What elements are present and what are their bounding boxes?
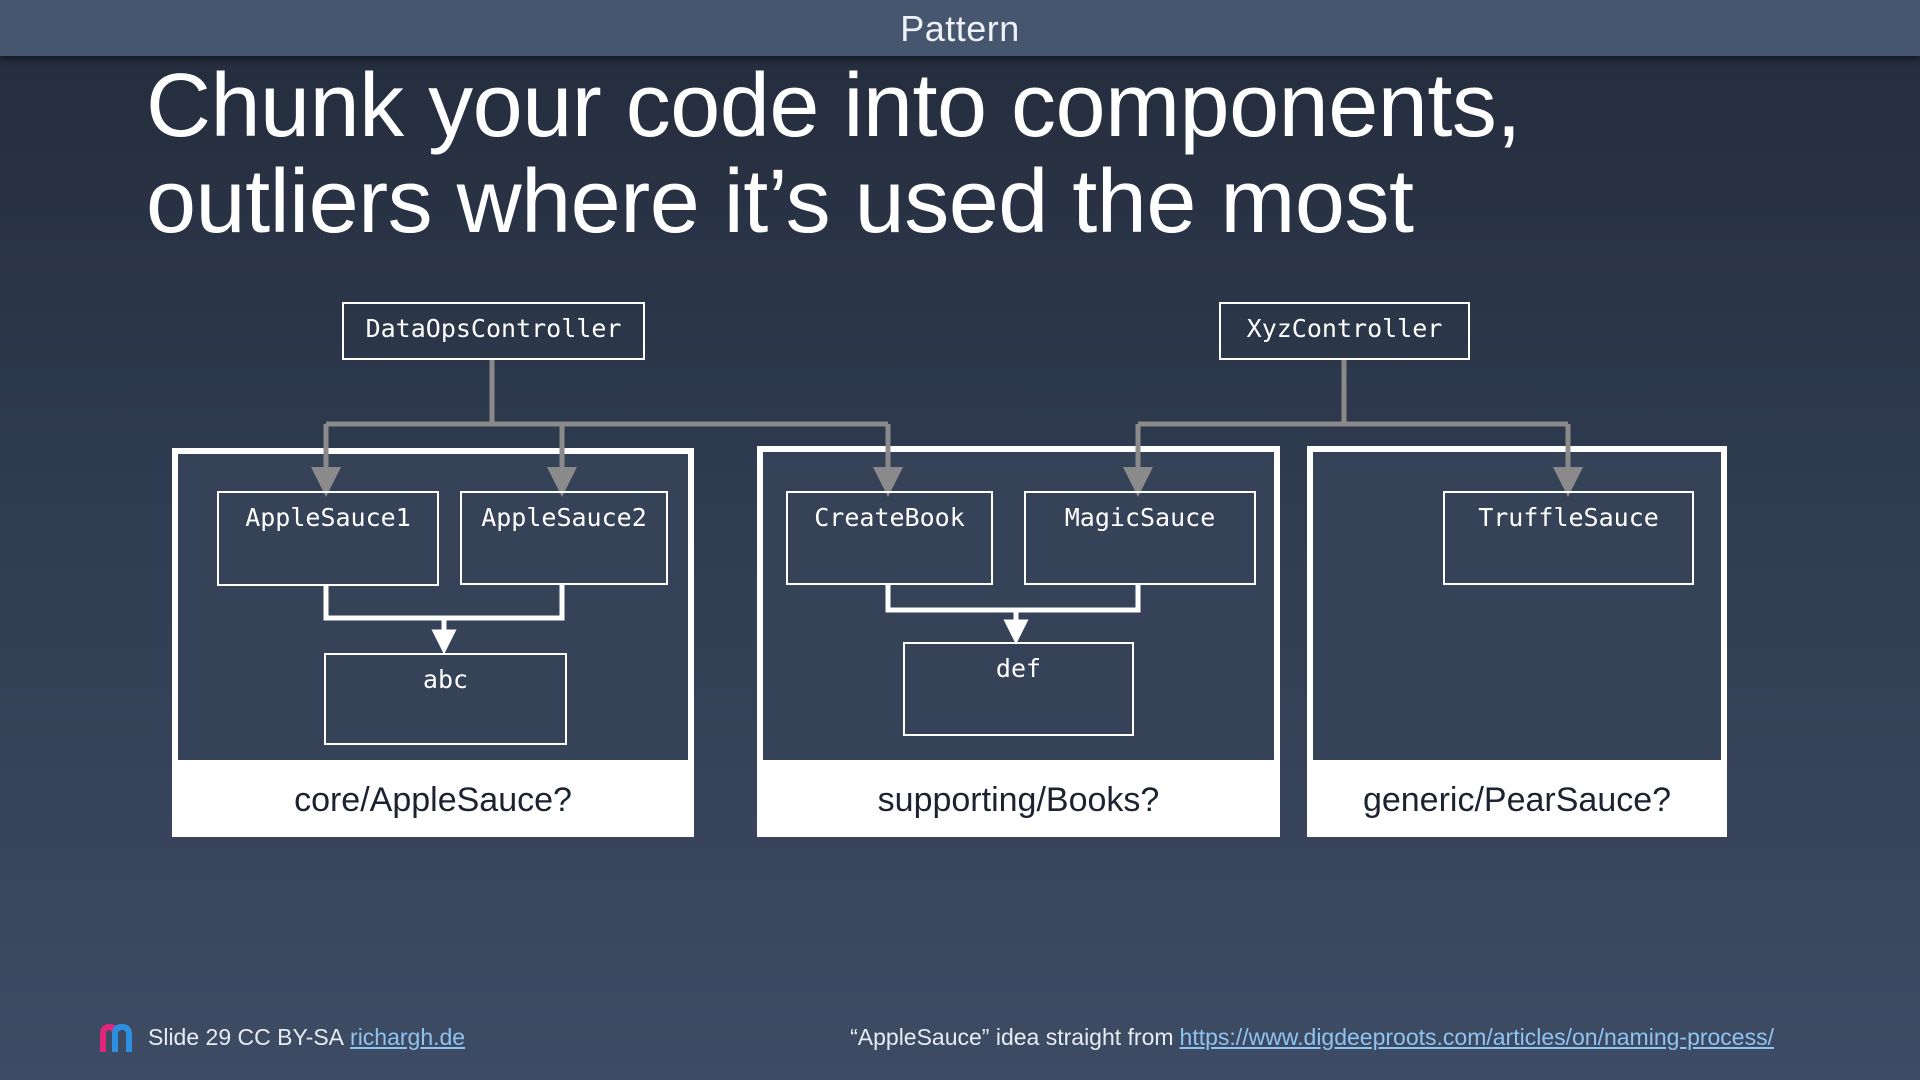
site-link[interactable]: richargh.de — [350, 1023, 466, 1050]
slide-title: Chunk your code into components, outlier… — [146, 58, 1796, 250]
credit-link[interactable]: https://www.digdeeproots.com/articles/on… — [1179, 1023, 1774, 1050]
core-merge — [323, 584, 565, 621]
credit-text: “AppleSauce” idea straight from — [850, 1023, 1174, 1050]
footer-left: Slide 29 CC BY-SA richargh.de — [98, 1020, 465, 1054]
footer-right: “AppleSauce” idea straight from https://… — [850, 1020, 1774, 1054]
section-title: Pattern — [900, 8, 1020, 49]
component-def: def — [903, 642, 1134, 736]
group-core-label: core/AppleSauce? — [172, 763, 694, 837]
component-trufflesauce: TruffleSauce — [1443, 491, 1694, 585]
header-bar: Pattern — [0, 0, 1920, 56]
group-generic-label: generic/PearSauce? — [1307, 763, 1727, 837]
component-applesauce1: AppleSauce1 — [217, 491, 439, 586]
slide-title-line-2: outliers where it’s used the most — [146, 152, 1414, 252]
dataops-controller-box: DataOpsController — [342, 302, 645, 360]
xyz-controller-box: XyzController — [1219, 302, 1470, 360]
group-core — [172, 448, 694, 766]
component-magicsauce: MagicSauce — [1024, 491, 1256, 585]
slide-number-license: Slide 29 CC BY-SA — [148, 1023, 345, 1050]
supporting-merge — [885, 584, 1141, 613]
component-applesauce2: AppleSauce2 — [460, 491, 668, 585]
component-abc: abc — [324, 653, 567, 745]
component-createbook: CreateBook — [786, 491, 993, 585]
slide-title-line-1: Chunk your code into components, — [146, 56, 1521, 156]
richargh-logo — [98, 1022, 138, 1052]
group-supporting-label: supporting/Books? — [757, 763, 1280, 837]
